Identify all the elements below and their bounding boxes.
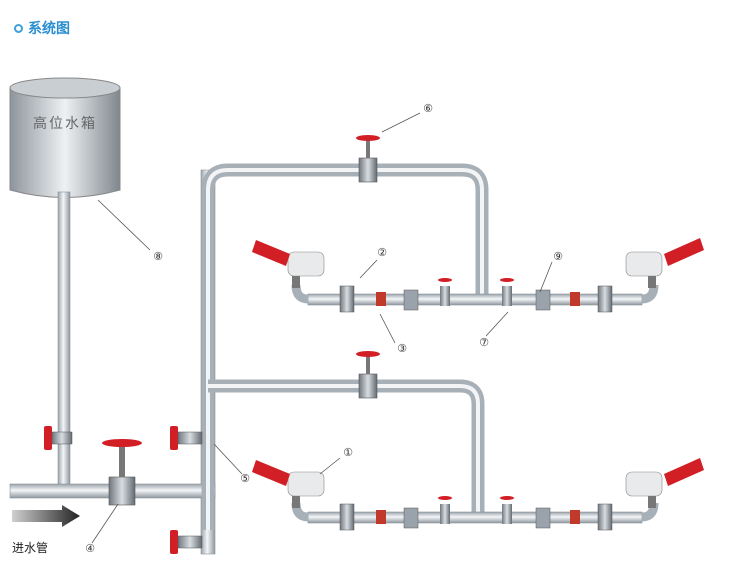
inlet-label: 进水管 — [12, 540, 48, 555]
tank-outlet-pipe — [57, 191, 71, 493]
callout-6: ⑥ — [423, 102, 433, 115]
inlet-arrow-icon — [12, 505, 80, 527]
callout-leaders — [91, 112, 553, 544]
callout-5: ⑤ — [240, 472, 250, 485]
high-water-tank: 高位水箱 — [9, 77, 121, 198]
diagram-title: 系统图 — [28, 21, 70, 37]
callout-8: ⑧ — [153, 250, 163, 263]
bullet-ring-icon — [14, 23, 23, 33]
fire-monitor-upper-right — [625, 238, 704, 288]
fire-monitor-upper-left — [252, 240, 325, 288]
fire-monitor-lower-right — [625, 458, 704, 508]
lower-branch-pipe — [307, 511, 643, 524]
side-valve-riser-upper — [170, 426, 203, 450]
callout-labels: ① ② ③ ④ ⑤ ⑥ ⑦ ⑧ ⑨ — [85, 102, 563, 555]
side-valve-riser-lower — [170, 530, 203, 554]
gate-valve-inlet — [102, 439, 142, 506]
tank-label: 高位水箱 — [33, 115, 97, 132]
callout-4: ④ — [85, 542, 95, 555]
callout-2: ② — [377, 246, 387, 259]
branch-valves-upper — [339, 278, 613, 313]
branch-valves-lower — [339, 496, 613, 531]
side-valve-tank — [44, 426, 73, 450]
callout-9: ⑨ — [553, 250, 563, 263]
fire-monitor-lower-left — [252, 460, 325, 508]
gate-valve-middle — [356, 351, 380, 399]
diagram-header: 系统图 — [14, 18, 70, 38]
upper-branch-pipe — [307, 293, 643, 306]
gate-valve-top — [356, 135, 380, 183]
callout-3: ③ — [397, 342, 407, 355]
callout-1: ① — [343, 446, 353, 459]
callout-7: ⑦ — [479, 336, 489, 349]
